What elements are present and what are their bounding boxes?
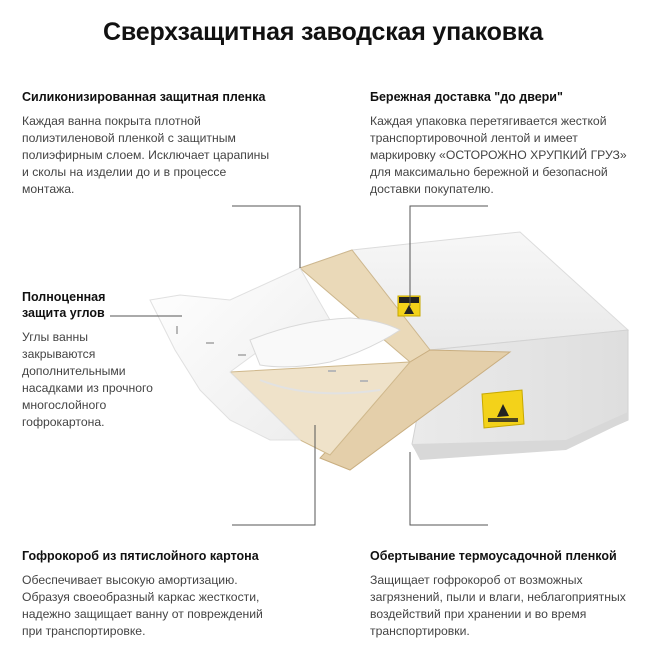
shrink-heading: Обертывание термоусадочной пленкой xyxy=(370,549,617,563)
box-heading: Гофрокороб из пятислойного картона xyxy=(22,549,259,563)
page-title: Сверхзащитная заводская упаковка xyxy=(103,18,543,46)
leader-line-film xyxy=(232,205,301,268)
film-text: Каждая ванна покрыта плотной полиэтилено… xyxy=(22,114,270,196)
corners-heading: Полноценная защита углов xyxy=(22,290,106,320)
shrink-text: Защищает гофрокороб от возможных загрязн… xyxy=(370,573,626,638)
leader-line-delivery xyxy=(409,205,488,306)
info-block-corners: Полноценная защита углов Углы ванны закр… xyxy=(22,289,182,431)
leader-line-shrink xyxy=(409,452,488,526)
corners-text: Углы ванны закрываются дополнительными н… xyxy=(22,330,153,429)
film-heading: Силиконизированная защитная пленка xyxy=(22,90,266,104)
leader-line-box xyxy=(232,425,316,526)
delivery-text: Каждая упаковка перетягивается жесткой т… xyxy=(370,114,627,196)
info-block-shrink: Обертывание термоусадочной пленкой Защищ… xyxy=(370,548,640,640)
warning-label-small xyxy=(397,295,421,317)
info-block-box: Гофрокороб из пятислойного картона Обесп… xyxy=(22,548,312,640)
leader-lines xyxy=(110,205,488,526)
bathtub-edge xyxy=(249,317,401,368)
box-bottom-strip xyxy=(412,412,628,460)
info-block-film: Силиконизированная защитная пленка Кажда… xyxy=(22,89,312,198)
info-block-delivery: Бережная доставка "до двери" Каждая упак… xyxy=(370,89,640,198)
delivery-heading: Бережная доставка "до двери" xyxy=(370,90,563,104)
box-text: Обеспечивает высокую амортизацию. Образу… xyxy=(22,573,263,638)
warning-label-large xyxy=(481,389,525,429)
film-print-marks xyxy=(176,326,368,382)
